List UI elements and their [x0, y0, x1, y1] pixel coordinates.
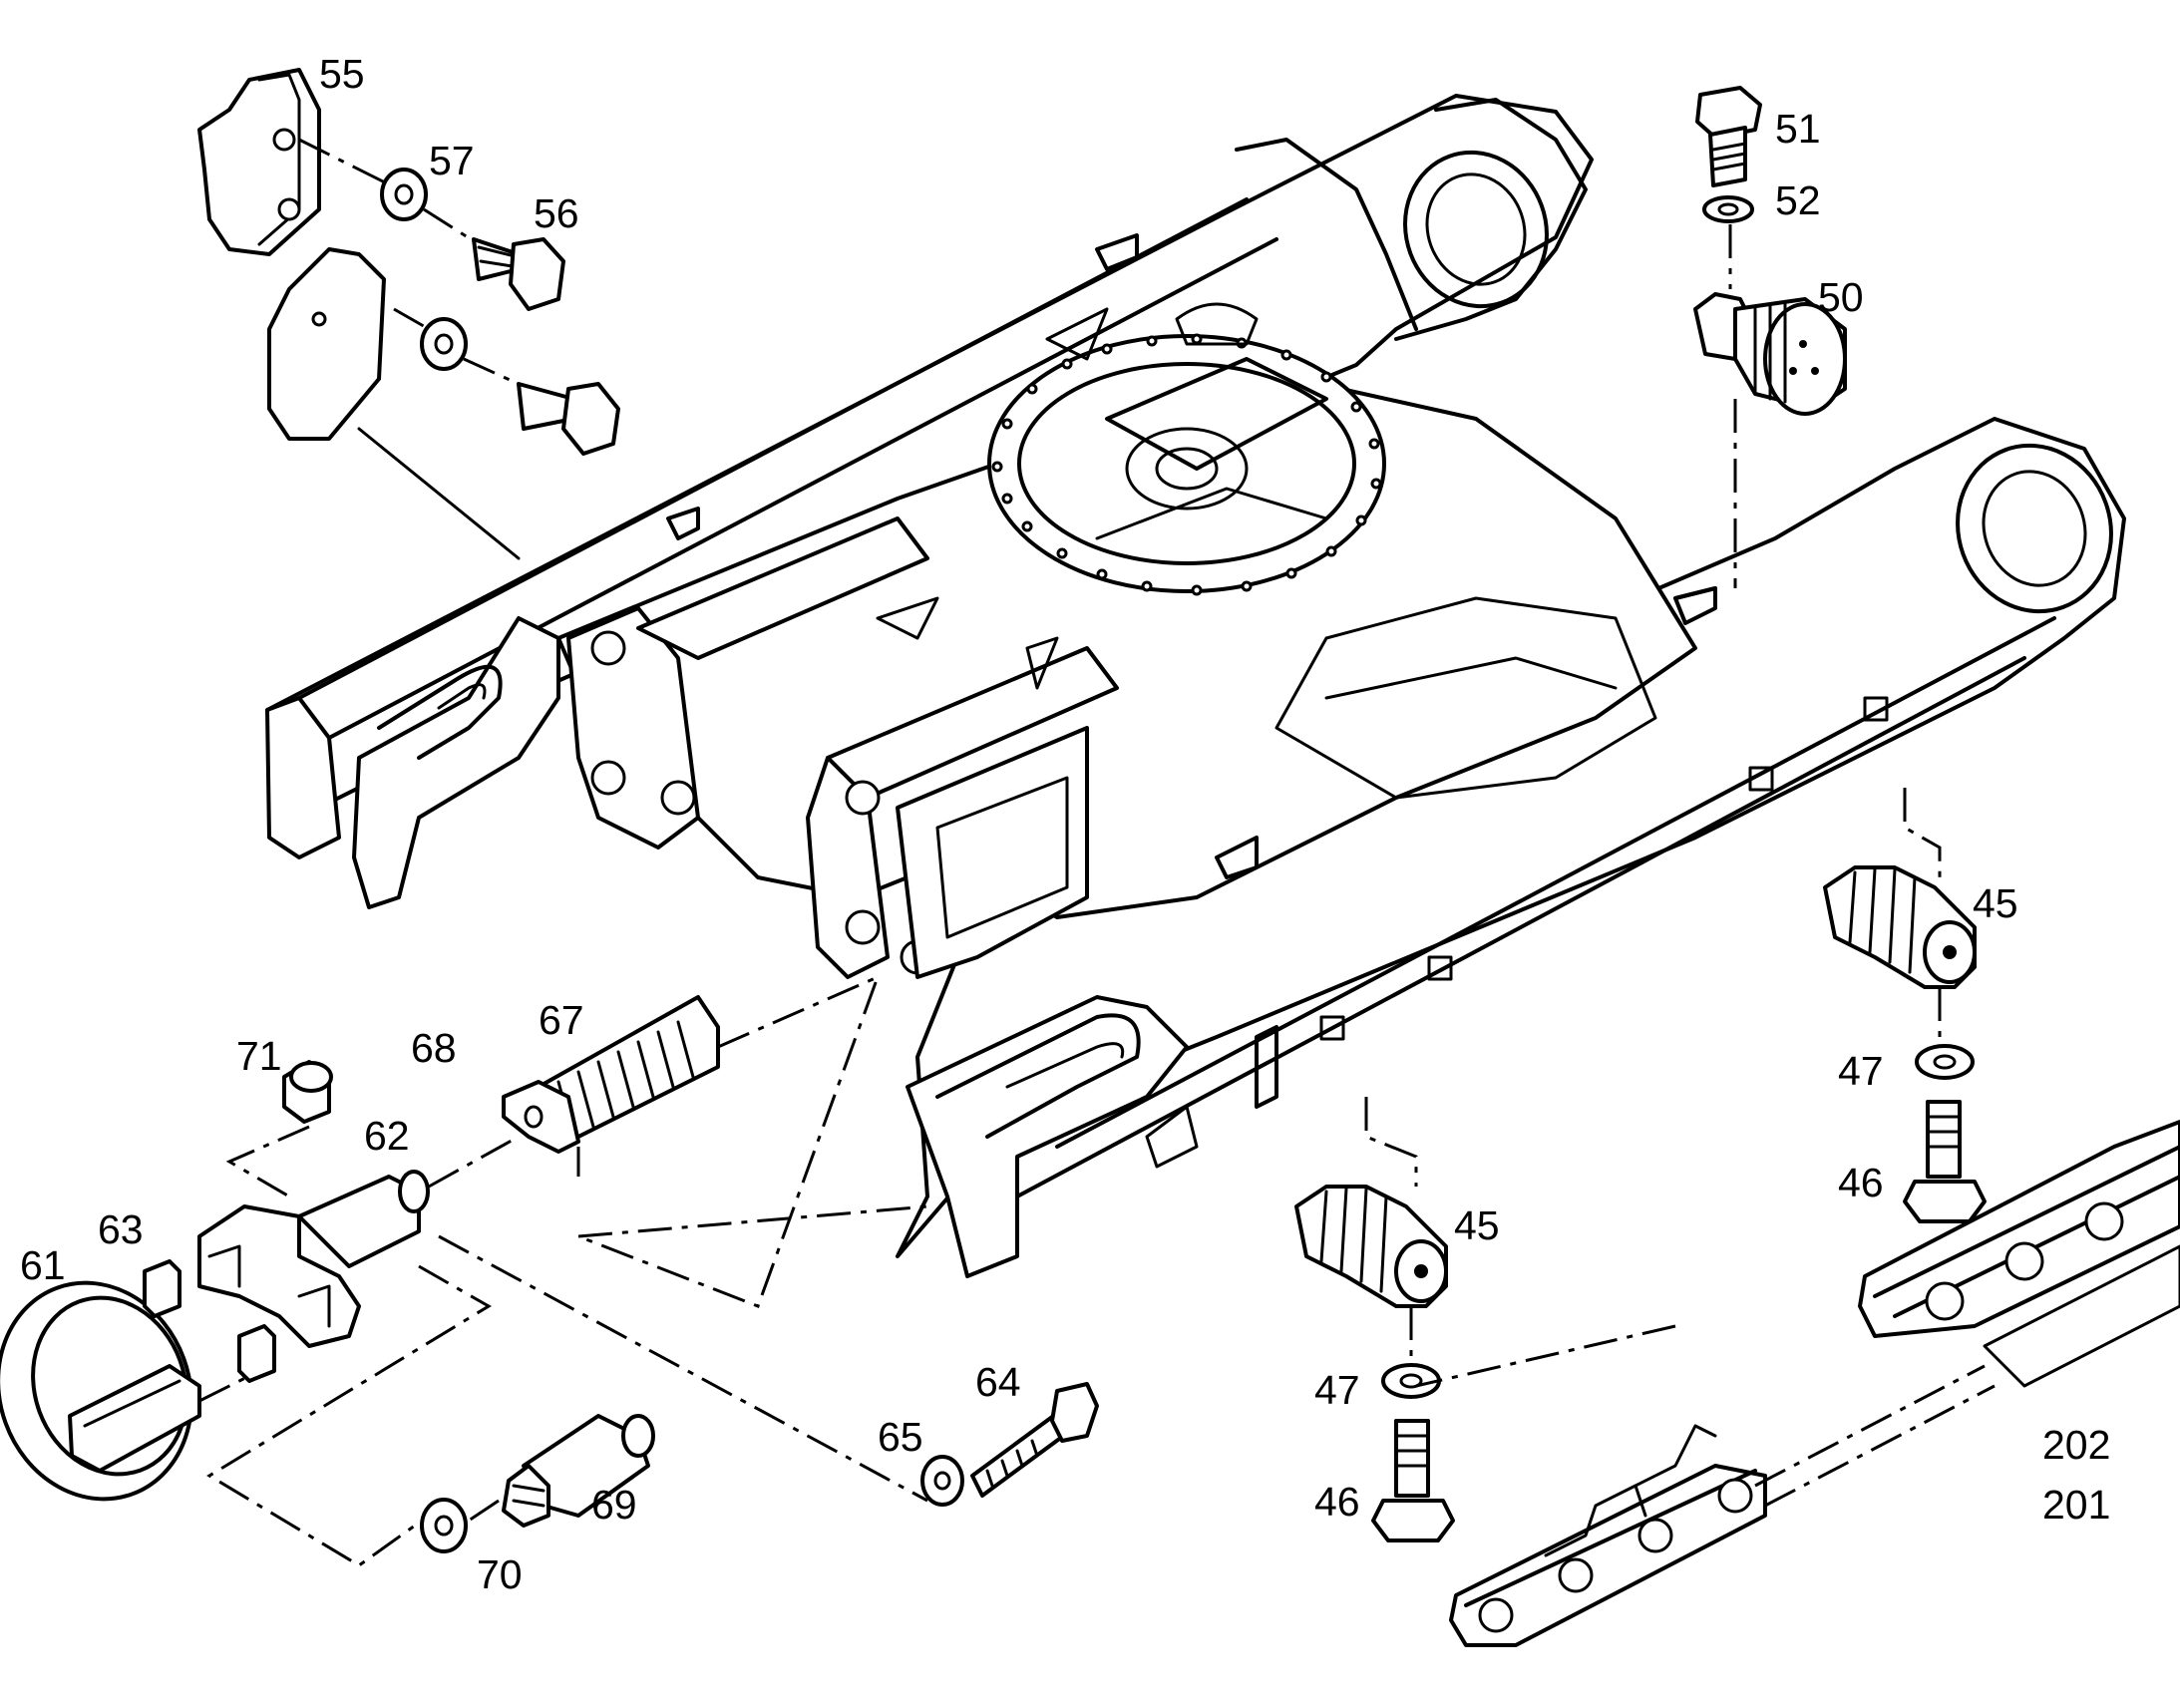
- part-46-bolt-right: [1903, 1100, 1987, 1223]
- part-45-lower-roller-middle: [1294, 1185, 1448, 1308]
- part-70-washer: [420, 1498, 468, 1553]
- label-52: 52: [1775, 177, 1821, 223]
- label-65: 65: [878, 1414, 923, 1460]
- part-55-cover: [197, 68, 321, 256]
- label-45-middle: 45: [1454, 1202, 1500, 1248]
- part-64-bolt: [970, 1382, 1099, 1498]
- label-202: 202: [2042, 1422, 2110, 1468]
- part-45-lower-roller-right: [1823, 865, 1977, 989]
- part-68-spring-seat: [502, 1080, 580, 1154]
- label-57: 57: [429, 138, 475, 183]
- label-55: 55: [319, 51, 365, 97]
- part-50-upper-roller: [1693, 292, 1847, 416]
- track-chain: [1449, 1120, 2180, 1647]
- part-47-washer-middle: [1381, 1363, 1441, 1399]
- part-63-pin-block: [143, 1259, 276, 1383]
- part-71-bushing: [282, 1060, 333, 1124]
- part-52-washer: [1702, 195, 1754, 223]
- label-201: 201: [2042, 1482, 2110, 1528]
- part-55-gasket: [267, 247, 386, 441]
- part-51-bolt: [1695, 86, 1762, 187]
- label-46-middle: 46: [1314, 1479, 1360, 1525]
- part-47-washer-right: [1915, 1044, 1975, 1080]
- label-61: 61: [20, 1242, 66, 1288]
- label-47-middle: 47: [1314, 1367, 1360, 1413]
- label-68: 68: [411, 1025, 457, 1071]
- part-69-grease-fitting: [502, 1414, 655, 1528]
- label-45-right: 45: [1973, 880, 2018, 926]
- label-50: 50: [1818, 274, 1864, 320]
- label-47-right: 47: [1838, 1048, 1884, 1094]
- label-67: 67: [539, 997, 584, 1043]
- bearing-bolt-holes: [991, 333, 1382, 596]
- part-65-washer: [920, 1455, 964, 1507]
- label-46-right: 46: [1838, 1160, 1884, 1205]
- part-labels: 55 57 56 51 52 50 45 47 46 45 47 46 71 6…: [20, 51, 2110, 1597]
- label-69: 69: [591, 1482, 637, 1528]
- part-56-bolt: [472, 237, 565, 311]
- part-46-bolt-middle: [1371, 1419, 1455, 1542]
- label-51: 51: [1775, 106, 1821, 152]
- label-62: 62: [364, 1113, 410, 1159]
- part-61-idler-wheel: [0, 1280, 201, 1502]
- label-64: 64: [975, 1359, 1021, 1405]
- label-70: 70: [477, 1551, 523, 1597]
- label-71: 71: [236, 1033, 282, 1079]
- part-62-yoke: [197, 1170, 430, 1348]
- track-frame: [265, 94, 2126, 1278]
- label-63: 63: [98, 1206, 144, 1252]
- part-57-washer: [380, 168, 428, 221]
- label-56: 56: [534, 190, 579, 236]
